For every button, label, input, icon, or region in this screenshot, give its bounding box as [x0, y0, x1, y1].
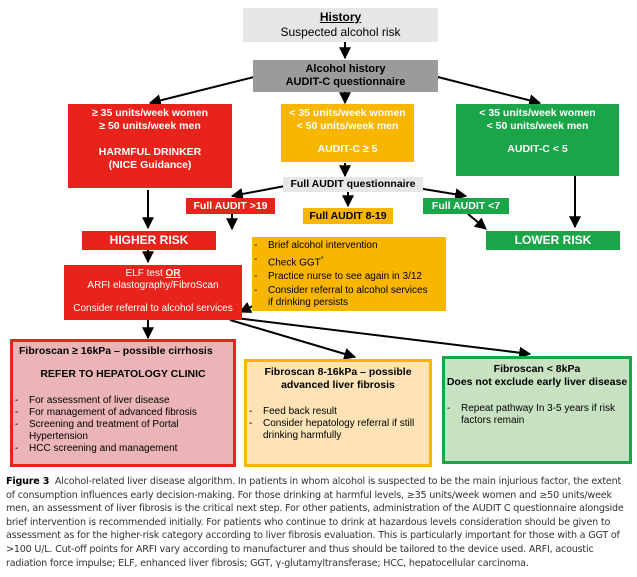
harmful-line4: (NICE Guidance): [108, 159, 192, 171]
fibro-high-title: Fibroscan ≥ 16kPa – possible cirrhosis: [19, 345, 213, 357]
right-line2: < 50 units/week men: [486, 120, 589, 132]
lower-risk-box: LOWER RISK: [486, 231, 620, 250]
arrow-elf-to-fibro-low: [235, 317, 532, 359]
history-subtitle: Suspected alcohol risk: [280, 25, 401, 39]
fibro-mid-title1: Fibroscan 8-16kPa – possible: [264, 366, 412, 378]
audit-gt19-box: Full AUDIT >19: [186, 198, 275, 214]
caption-text: Alcohol-related liver disease algorithm.…: [6, 476, 624, 569]
alcohol-history-line1: Alcohol history: [305, 63, 386, 75]
right-line1: < 35 units/week women: [479, 107, 596, 119]
caption-label: Figure 3: [6, 476, 50, 487]
alcohol-history-box: Alcohol history AUDIT-C questionnaire: [253, 60, 438, 92]
arrow-alcohol-to-right: [429, 74, 542, 107]
fibro-high-item: For assessment of liver disease: [13, 395, 233, 407]
elf-line1: ELF test OR: [125, 268, 181, 279]
fibro-low-item: Repeat pathway In 3-5 years if risk fact…: [445, 403, 629, 427]
arrow-alcohol-to-harmful: [148, 74, 263, 107]
fibro-high-item: HCC screening and management: [13, 443, 233, 455]
harmful-line1: ≥ 35 units/week women: [91, 107, 209, 119]
fibro-high-item: For management of advanced fibrosis: [13, 407, 233, 419]
middle-line2: < 50 units/week men: [296, 120, 399, 132]
intervention-item: Consider referral to alcohol services: [252, 285, 446, 297]
middle-line3: AUDIT-C ≥ 5: [317, 143, 378, 155]
arrow-lt7-to-lower: [467, 213, 487, 230]
history-title: History: [319, 10, 362, 24]
audit-lt7-box: Full AUDIT <7: [423, 198, 509, 214]
alcohol-history-line2: AUDIT-C questionnaire: [285, 76, 406, 88]
fibro-high-item: Screening and treatment of Portal Hypert…: [13, 419, 233, 443]
intervention-item: Practice nurse to see again in 3/12: [252, 271, 446, 283]
elf-test-box: ELF test OR ARFI elastography/FibroScan …: [64, 265, 242, 320]
fibro-high-subtitle: REFER TO HEPATOLOGY CLINIC: [40, 368, 206, 380]
fibro-mid-item: Consider hepatology referral if still dr…: [247, 418, 429, 442]
fibro-mid-title2: advanced liver fibrosis: [281, 379, 395, 391]
fibro-low-title1: Fibroscan < 8kPa: [493, 363, 581, 375]
harmful-drinker-box: ≥ 35 units/week women ≥ 50 units/week me…: [68, 104, 232, 188]
history-box: History Suspected alcohol risk: [243, 8, 438, 42]
full-audit-box: Full AUDIT questionnaire: [283, 177, 423, 192]
intervention-item: Brief alcohol intervention: [252, 240, 446, 252]
fibro-low-title2: Does not exclude early liver disease: [446, 376, 628, 388]
intervention-item: Check GGT*: [252, 254, 446, 269]
middle-line1: < 35 units/week women: [289, 107, 406, 119]
elf-line3: Consider referral to alcohol services: [73, 303, 233, 314]
higher-risk-box: HIGHER RISK: [82, 231, 216, 250]
intervention-item-cont: if drinking persists: [268, 297, 349, 309]
flow-arrows: [142, 42, 581, 360]
harmful-line2: ≥ 50 units/week men: [99, 120, 201, 132]
fibroscan-mid-box: Fibroscan 8-16kPa – possible advanced li…: [244, 359, 432, 467]
harmful-line3: HARMFUL DRINKER: [98, 146, 202, 158]
arrow-fullaudit-to-gt19: [230, 185, 286, 200]
brief-intervention-box: Brief alcohol intervention Check GGT* Pr…: [252, 237, 446, 311]
fibro-mid-item: Feed back result: [247, 406, 429, 418]
elf-line2: ARFI elastography/FibroScan: [87, 280, 219, 291]
fibroscan-low-box: Fibroscan < 8kPa Does not exclude early …: [442, 356, 632, 464]
fibroscan-high-box: Fibroscan ≥ 16kPa – possible cirrhosis R…: [10, 339, 236, 467]
arrow-elf-to-fibro-mid: [229, 319, 357, 360]
audit-8-19-box: Full AUDIT 8-19: [303, 208, 393, 224]
moderate-drinker-box: < 35 units/week women < 50 units/week me…: [281, 104, 414, 162]
figure-caption: Figure 3 Alcohol-related liver disease a…: [6, 475, 632, 570]
low-risk-drinker-box: < 35 units/week women < 50 units/week me…: [456, 104, 619, 176]
right-line3: AUDIT-C < 5: [507, 143, 568, 155]
